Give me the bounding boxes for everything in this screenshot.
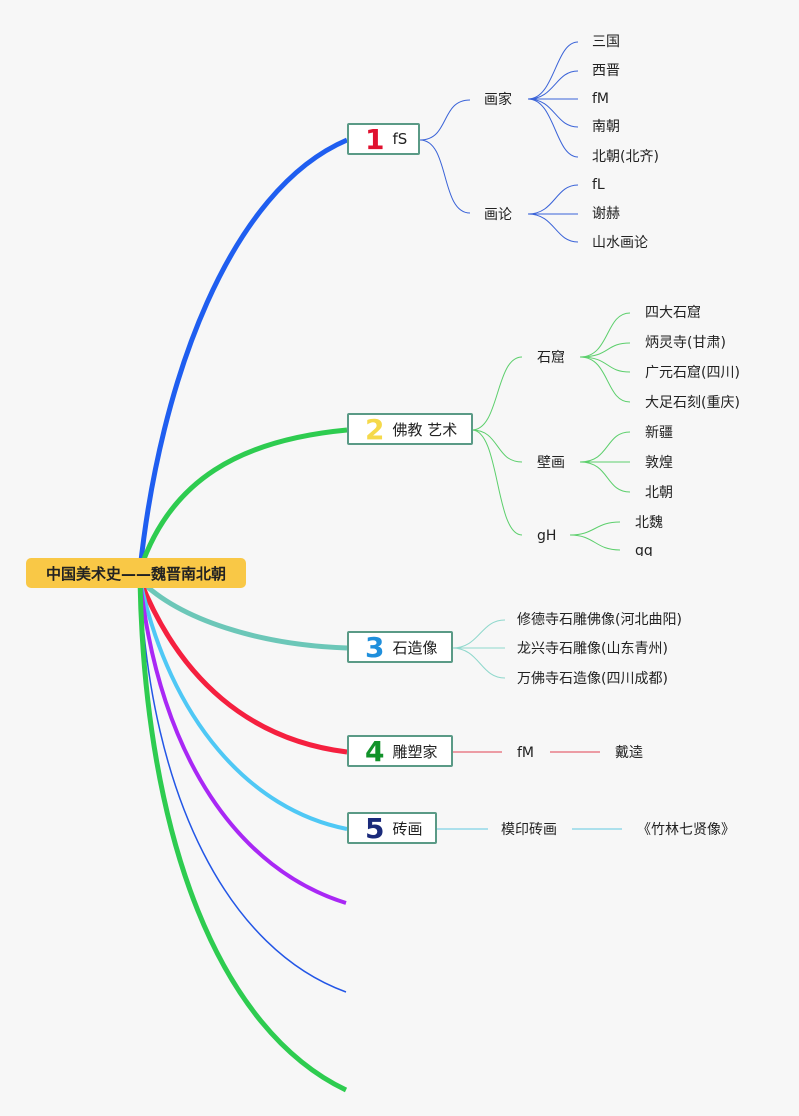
leaf[interactable]: fL	[592, 177, 605, 193]
leaf[interactable]: 万佛寺石造像(四川成都)	[517, 671, 668, 687]
branch-line-6	[138, 579, 347, 905]
subtopic[interactable]: 石窟	[537, 350, 565, 366]
leaf[interactable]: 敦煌	[645, 455, 673, 471]
subtopic[interactable]: 壁画	[537, 455, 565, 471]
leaf[interactable]: 修德寺石雕佛像(河北曲阳)	[517, 612, 682, 628]
topic-3[interactable]: 3 石造像	[347, 630, 453, 664]
leaf[interactable]: 戴逵	[615, 745, 643, 761]
number-badge: 4	[365, 734, 385, 768]
leaf[interactable]: 南朝	[592, 119, 620, 135]
topic-4[interactable]: 4 雕塑家	[347, 734, 453, 768]
leaf[interactable]: 北魏	[635, 515, 663, 531]
leaf[interactable]: 北朝	[645, 485, 673, 501]
number-badge: 2	[365, 412, 385, 446]
branch-line-7	[139, 579, 347, 993]
number-badge: 1	[365, 122, 385, 156]
number-badge: 3	[365, 630, 385, 664]
leaf[interactable]: 大足石刻(重庆)	[645, 395, 740, 411]
subtopic[interactable]: 画家	[484, 92, 512, 108]
subtopic[interactable]: gH	[537, 528, 557, 544]
leaf[interactable]: 西晋	[592, 63, 620, 79]
leaf[interactable]: 模印砖画	[501, 822, 557, 838]
branch-line-5	[138, 579, 348, 831]
topic-label: 石造像	[392, 638, 438, 657]
topic-label: fS	[392, 130, 408, 148]
leaf[interactable]: 新疆	[645, 425, 673, 441]
branch-line-8	[137, 579, 348, 1093]
leaf[interactable]: 《竹林七贤像》	[637, 822, 735, 838]
topic-label: 佛教 艺术	[392, 420, 458, 439]
leaf[interactable]: gq	[635, 543, 653, 556]
subtopic[interactable]: 画论	[484, 207, 512, 223]
topic-label: 雕塑家	[392, 742, 438, 761]
leaf[interactable]: 谢赫	[592, 206, 620, 222]
branch-line-2	[137, 427, 348, 571]
leaf[interactable]: 四大石窟	[645, 305, 701, 321]
leaf[interactable]: 北朝(北齐)	[592, 149, 659, 165]
leaf[interactable]: 山水画论	[592, 235, 648, 251]
topic-2[interactable]: 2 佛教 艺术	[347, 412, 473, 446]
topic-5[interactable]: 5 砖画	[347, 811, 437, 845]
branch-line-3	[138, 578, 348, 651]
branch-line-1	[137, 137, 348, 571]
leaf[interactable]: fM	[517, 745, 535, 761]
leaf[interactable]: 龙兴寺石雕像(山东青州)	[517, 641, 668, 657]
leaf[interactable]: fM	[592, 91, 610, 107]
branch-line-4	[137, 579, 348, 755]
leaf[interactable]: 炳灵寺(甘肃)	[645, 335, 726, 351]
topic-label: 砖画	[392, 819, 423, 838]
number-badge: 5	[365, 811, 385, 845]
leaf[interactable]: 广元石窟(四川)	[645, 365, 740, 381]
topic-1[interactable]: 1 fS	[347, 122, 420, 156]
leaf[interactable]: 三国	[592, 34, 620, 50]
root-topic[interactable]: 中国美术史——魏晋南北朝	[26, 558, 246, 588]
